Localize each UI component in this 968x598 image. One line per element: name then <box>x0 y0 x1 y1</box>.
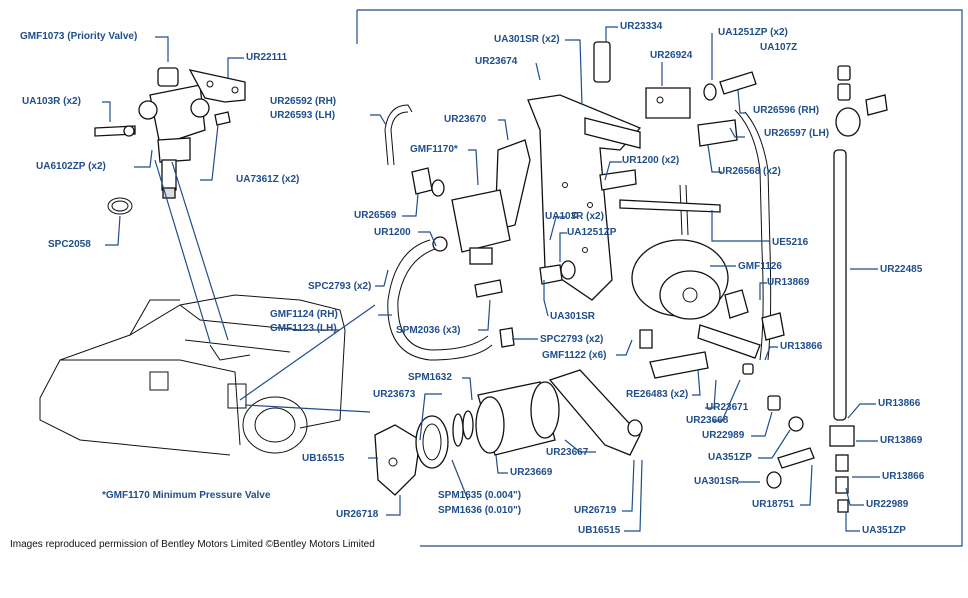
footnote: *GMF1170 Minimum Pressure Valve <box>102 490 271 501</box>
label-spm1632: SPM1632 <box>408 372 452 383</box>
label-ur26719: UR26719 <box>574 505 617 516</box>
label-ur22111: UR22111 <box>246 52 288 63</box>
bracket-illustration <box>527 41 757 301</box>
linkage-illustration <box>639 289 815 489</box>
label-ur26593: UR26593 (LH) <box>270 110 336 121</box>
label-ua103r-left: UA103R (x2) <box>22 96 81 107</box>
label-ua301sr-top: UA301SR (x2) <box>494 34 560 45</box>
label-ur26592: UR26592 (RH) <box>270 96 337 107</box>
label-gmf1123: GMF1123 (LH) <box>270 323 337 334</box>
label-ua351zp-b: UA351ZP <box>862 525 906 536</box>
label-ua6102zp: UA6102ZP (x2) <box>36 161 106 172</box>
label-spc2793-mid: SPC2793 (x2) <box>540 334 604 345</box>
label-ur26569: UR26569 <box>354 210 397 221</box>
label-ub16515-right: UB16515 <box>578 525 621 536</box>
label-ua1251zp: UA1251ZP <box>567 227 617 238</box>
label-ua1251zp-x2: UA1251ZP (x2) <box>718 27 788 38</box>
label-ua351zp-a: UA351ZP <box>708 452 752 463</box>
label-ur26597: UR26597 (LH) <box>764 128 830 139</box>
label-gmf1122: GMF1122 (x6) <box>542 350 607 361</box>
label-spm2036: SPM2036 (x3) <box>396 325 461 336</box>
label-ur23668: UR23668 <box>686 415 729 426</box>
label-ur22989-a: UR22989 <box>702 430 745 441</box>
label-ua7361z: UA7361Z (x2) <box>236 174 300 185</box>
label-ur23671: UR23671 <box>706 402 749 413</box>
label-ur23670: UR23670 <box>444 114 487 125</box>
label-ur26596: UR26596 (RH) <box>753 105 820 116</box>
label-ur23669: UR23669 <box>510 467 553 478</box>
credit-line: Images reproduced permission of Bentley … <box>10 539 375 550</box>
label-spm1635: SPM1635 (0.004") <box>438 490 522 501</box>
label-ur1200-x2: UR1200 (x2) <box>622 155 680 166</box>
label-re26483: RE26483 (x2) <box>626 389 689 400</box>
lower-assembly-illustration <box>374 369 643 496</box>
label-ur13866-c: UR13866 <box>882 471 925 482</box>
label-ua301sr: UA301SR <box>550 311 596 322</box>
label-spc2793-left: SPC2793 (x2) <box>308 281 372 292</box>
label-gmf1124: GMF1124 (RH) <box>270 309 338 320</box>
valve-gmf1126-illustration <box>539 199 729 320</box>
priority-valve-illustration <box>94 67 246 215</box>
label-ub16515-left: UB16515 <box>302 453 345 464</box>
leader-lines <box>102 26 880 532</box>
label-ur23334: UR23334 <box>620 21 663 32</box>
label-ur23674: UR23674 <box>475 56 518 67</box>
label-ur26718: UR26718 <box>336 509 379 520</box>
label-ur1200: UR1200 <box>374 227 411 238</box>
label-gmf1073: GMF1073 (Priority Valve) <box>20 31 138 42</box>
frame-border <box>357 9 963 547</box>
pipes-illustration <box>384 104 772 361</box>
rod-illustration <box>829 65 888 513</box>
label-ur23673: UR23673 <box>373 389 416 400</box>
label-spc2058: SPC2058 <box>48 239 91 250</box>
label-gmf1170: GMF1170* <box>410 144 458 155</box>
label-gmf1126: GMF1126 <box>738 261 782 272</box>
label-ua103r-mid: UA103R (x2) <box>545 211 604 222</box>
label-spm1636: SPM1636 (0.010") <box>438 505 522 516</box>
label-ua107z: UA107Z <box>760 42 798 53</box>
label-ur18751: UR18751 <box>752 499 795 510</box>
label-ue5216: UE5216 <box>772 237 809 248</box>
label-ur13866-a: UR13866 <box>780 341 823 352</box>
label-ur13869-b: UR13869 <box>880 435 923 446</box>
label-ur26568: UR26568 (x2) <box>718 166 781 177</box>
label-ur23667: UR23667 <box>546 447 589 458</box>
label-ur22485: UR22485 <box>880 264 923 275</box>
label-ur13866-b: UR13866 <box>878 398 921 409</box>
label-ua301sr-b: UA301SR <box>694 476 740 487</box>
min-pressure-valve-illustration <box>411 139 531 348</box>
label-ur13869-top: UR13869 <box>767 277 810 288</box>
label-ur22989-b: UR22989 <box>866 499 909 510</box>
label-ur26924: UR26924 <box>650 50 693 61</box>
